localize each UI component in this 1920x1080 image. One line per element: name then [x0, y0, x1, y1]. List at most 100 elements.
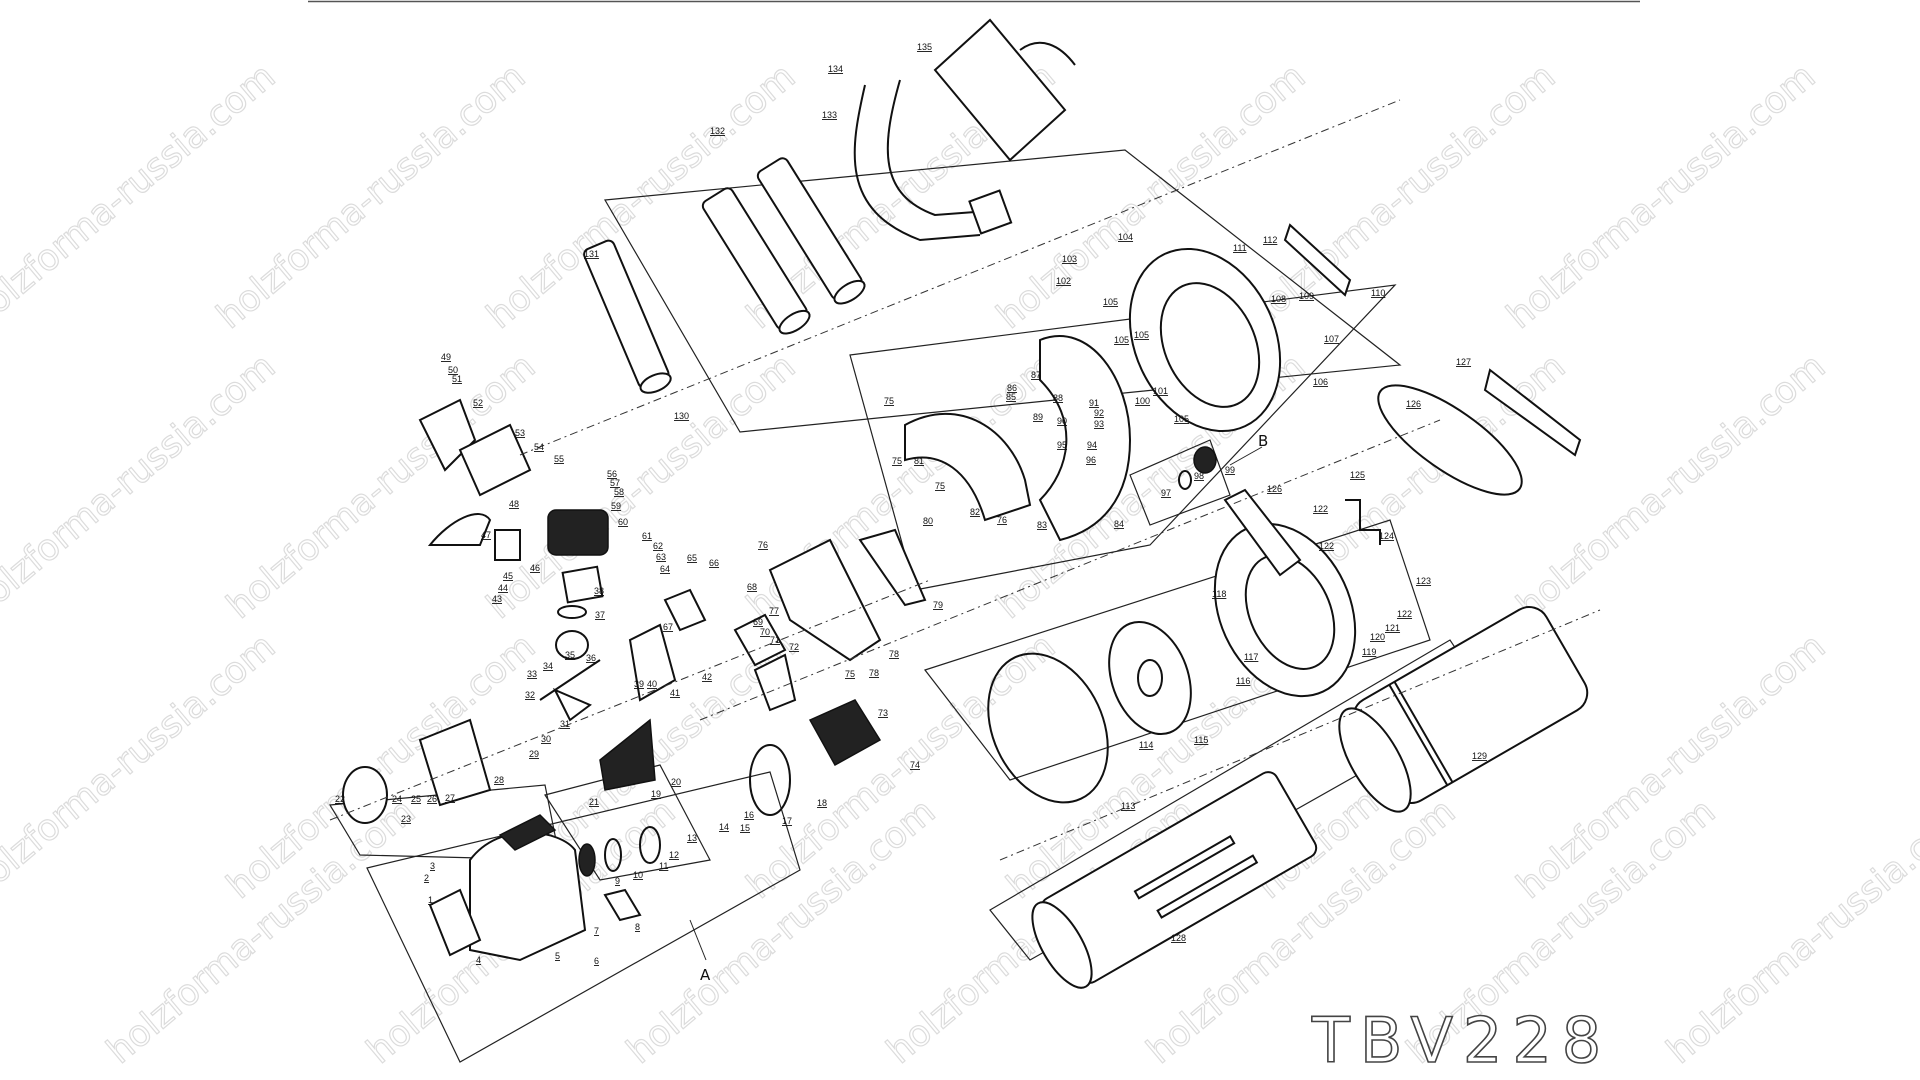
part-callout: 40	[647, 679, 657, 689]
part-callout: 30	[541, 734, 551, 744]
part-callout: 123	[1416, 576, 1431, 586]
housing-82	[904, 413, 1032, 522]
part-callout: 13	[687, 833, 697, 843]
group-label-b: B	[1258, 432, 1268, 450]
spring-10	[604, 838, 622, 872]
part-callout: 9	[615, 876, 620, 886]
part-callout: 45	[503, 571, 513, 581]
part-callout: 16	[744, 810, 754, 820]
cover-4	[428, 888, 482, 957]
elbow-end-134	[968, 189, 1013, 235]
part-callout: 79	[933, 600, 943, 610]
part-callout: 75	[884, 396, 894, 406]
fan-cover-28	[418, 718, 492, 807]
part-callout: 126	[1267, 484, 1282, 494]
part-callout: 115	[1194, 735, 1208, 745]
carburetor-66	[663, 588, 707, 632]
part-callout: 121	[1385, 623, 1400, 633]
cylinder-59	[547, 509, 609, 556]
part-callout: 35	[565, 650, 575, 660]
part-callout: 27	[445, 793, 455, 803]
part-callout: 101	[1153, 386, 1168, 396]
part-callout: 88	[1053, 393, 1063, 403]
part-callout: 46	[530, 563, 540, 573]
crankcase-40	[628, 623, 677, 702]
part-callout: 22	[335, 794, 345, 804]
part-callout: 130	[674, 411, 689, 421]
part-callout: 65	[687, 553, 697, 563]
part-callout: 42	[702, 672, 712, 682]
gasket-38	[561, 565, 604, 604]
crankshaft-31	[539, 659, 601, 722]
handle-76	[768, 538, 882, 662]
filter-53	[458, 423, 532, 497]
part-callout: 125	[1350, 470, 1365, 480]
part-callout: 89	[1033, 412, 1043, 422]
part-callout: 129	[1472, 751, 1487, 761]
part-callout: 5	[555, 951, 560, 961]
part-callout: 103	[1062, 254, 1077, 264]
knob-99	[1193, 446, 1217, 474]
part-callout: 37	[595, 610, 605, 620]
part-callout: 74	[910, 760, 920, 770]
part-callout: 59	[611, 501, 621, 511]
part-callout: 100	[1135, 396, 1150, 406]
part-callout: 99	[1225, 465, 1235, 475]
part-callout: 60	[618, 517, 628, 527]
part-callout: 43	[492, 594, 502, 604]
part-callout: 102	[1056, 276, 1071, 286]
part-callout: 104	[1118, 232, 1133, 242]
part-callout: 86	[1007, 383, 1017, 393]
part-callout: 119	[1362, 647, 1376, 657]
piston-ring-37	[557, 605, 587, 619]
tube-128	[1031, 771, 1318, 989]
part-callout: 105	[1103, 297, 1118, 307]
part-callout: 41	[670, 688, 680, 698]
part-callout: 96	[1086, 455, 1096, 465]
tube-129	[1338, 606, 1589, 813]
part-callout: 92	[1094, 408, 1104, 418]
part-callout: 32	[525, 690, 535, 700]
part-callout: 64	[660, 564, 670, 574]
part-callout: 72	[789, 642, 799, 652]
starter-grip-8	[603, 888, 642, 922]
part-callout: 11	[659, 861, 668, 871]
part-callout: 56	[607, 469, 617, 479]
part-callout: 98	[1194, 471, 1204, 481]
piston-36	[555, 630, 589, 660]
muffler-73	[808, 699, 882, 767]
pulley-9	[578, 843, 596, 877]
part-callout: 131	[584, 249, 599, 259]
part-callout: 2	[424, 873, 429, 883]
part-callout: 69	[753, 617, 763, 627]
part-callout: 132	[710, 126, 725, 136]
part-callout: 76	[997, 515, 1007, 525]
part-callout: 10	[633, 870, 643, 880]
engine-parts	[342, 398, 927, 962]
part-callout: 63	[656, 552, 666, 562]
part-callout: 21	[589, 797, 599, 807]
part-callout: 18	[817, 798, 827, 808]
callout-layer: 1311321331341351304950515253545556575848…	[335, 42, 1487, 966]
part-callout: 39	[634, 679, 644, 689]
bag-135	[933, 18, 1067, 162]
part-callout: 51	[452, 374, 462, 384]
part-callout: 84	[1114, 519, 1124, 529]
body-84	[1038, 335, 1132, 542]
fan-115	[1108, 620, 1192, 736]
part-callout: 134	[828, 64, 843, 74]
part-callout: 1	[428, 895, 433, 905]
part-callout: 87	[1031, 370, 1041, 380]
part-callout: 31	[560, 719, 570, 729]
watermark-layer: holzforma-russia.comholzforma-russia.com…	[0, 55, 1920, 1072]
part-callout: 114	[1139, 740, 1153, 750]
part-callout: 75	[935, 481, 945, 491]
part-callout: 127	[1456, 357, 1471, 367]
part-callout: 12	[669, 850, 679, 860]
part-callout: 105	[1174, 414, 1189, 424]
part-callout: 20	[671, 777, 681, 787]
part-callout: 26	[427, 794, 437, 804]
airbox-68	[733, 613, 787, 667]
part-callout: 76	[758, 540, 768, 550]
cover-126	[1377, 384, 1523, 496]
